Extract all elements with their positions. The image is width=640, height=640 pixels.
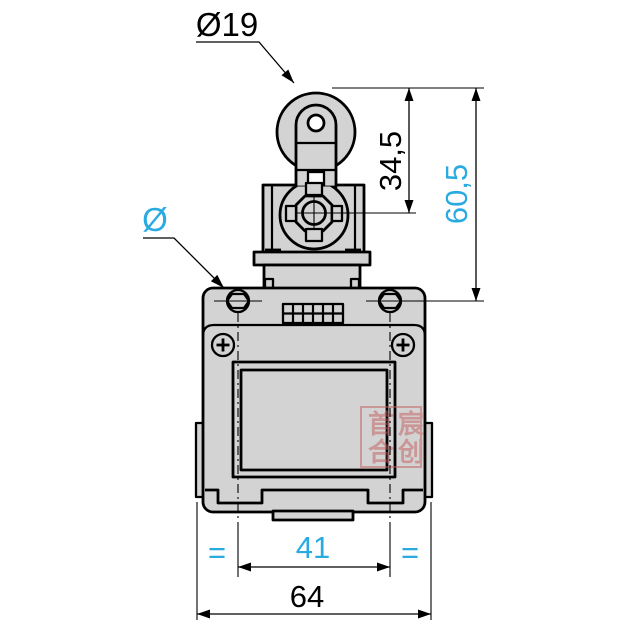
dim-41: = 41 = bbox=[208, 530, 419, 572]
hub-clamp-bottom bbox=[304, 227, 324, 243]
dim-34-5: 34,5 bbox=[373, 88, 414, 213]
leader-roller-diameter: Ø19 bbox=[196, 6, 295, 84]
dim-label-64: 64 bbox=[290, 579, 324, 614]
head-base-plate bbox=[252, 250, 372, 267]
roller-lever-arm bbox=[294, 103, 338, 189]
neck-block bbox=[262, 263, 362, 292]
cover-screw-right bbox=[390, 332, 416, 358]
dim-64: 64 bbox=[197, 579, 431, 619]
hub-clamp-left bbox=[284, 204, 298, 223]
dim-label-equal-left: = bbox=[208, 535, 226, 570]
bottom-step-profile bbox=[205, 488, 423, 505]
dimension-layer: 34,5 60,5 = 41 = bbox=[142, 6, 484, 620]
dim-label-34-5: 34,5 bbox=[373, 131, 408, 191]
leader-hole-diameter: Ø bbox=[142, 201, 225, 289]
dim-60-5: 60,5 bbox=[439, 88, 481, 301]
dim-label-41: 41 bbox=[296, 530, 330, 565]
watermark-seal: 首宸 合创 bbox=[360, 406, 428, 468]
switch-part bbox=[194, 91, 434, 522]
watermark-row2: 合创 bbox=[368, 437, 428, 467]
dim-label-equal-right: = bbox=[401, 535, 419, 570]
lever-pin-hole bbox=[306, 113, 326, 133]
dim-label-hole-diameter: Ø bbox=[142, 201, 168, 238]
bottom-cable-entry bbox=[271, 509, 355, 522]
body-flange-divider bbox=[201, 323, 427, 337]
front-cover-inner bbox=[239, 368, 389, 472]
dim-label-60-5: 60,5 bbox=[439, 164, 474, 224]
cover-screw-left bbox=[210, 332, 236, 358]
watermark-border bbox=[360, 406, 422, 468]
watermark-row1: 首宸 bbox=[368, 409, 428, 439]
terminal-grid bbox=[281, 302, 345, 325]
hub-clamp-top bbox=[304, 181, 324, 197]
dim-label-roller-diameter: Ø19 bbox=[196, 6, 258, 43]
